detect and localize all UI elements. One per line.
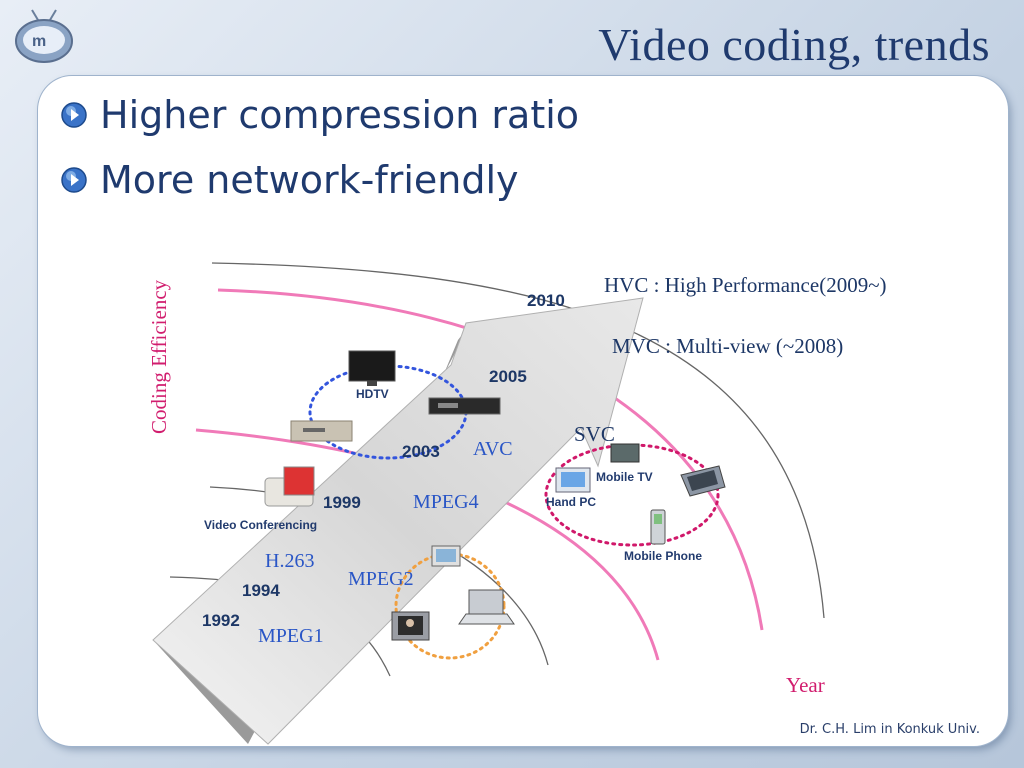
set-top-box-icon (428, 397, 501, 415)
svc-label: SVC (574, 422, 615, 446)
slide-credit: Dr. C.H. Lim in Konkuk Univ. (799, 722, 980, 737)
slide-title: Video coding, trends (598, 19, 990, 70)
video-conferencing-label: Video Conferencing (204, 518, 317, 532)
hand-pc-label: Hand PC (546, 495, 596, 509)
svg-text:m: m (32, 33, 46, 50)
video-recorder-icon (290, 420, 353, 442)
mobile-tv-icon (610, 443, 640, 463)
h263-label: H.263 (265, 550, 314, 572)
y-axis-label: Coding Efficiency (147, 279, 171, 434)
tv-logo-icon: m (15, 9, 73, 63)
mpeg2-label: MPEG2 (348, 568, 414, 590)
year-2005-label: 2005 (489, 367, 527, 386)
hand-pc-icon (555, 467, 591, 493)
bullet-item-2: More network-friendly (60, 158, 519, 202)
mvc-note: MVC : Multi-view (~2008) (612, 334, 843, 358)
year-1999-label: 1999 (323, 493, 361, 512)
year-2003-label: 2003 (402, 442, 440, 461)
bullet-text: More network-friendly (100, 158, 519, 202)
hdtv-label: HDTV (356, 387, 389, 401)
trend-arrow (152, 297, 644, 745)
gray-curve-3 (211, 262, 825, 619)
hdtv-icon (348, 350, 396, 386)
year-2010-label: 2010 (527, 291, 565, 310)
video-monitor-icon (391, 611, 430, 641)
tablet-device-icon (680, 465, 726, 497)
bullet-item-1: Higher compression ratio (60, 93, 580, 137)
laptop-icon (458, 589, 515, 625)
mobile-device-group (544, 443, 720, 547)
bullet-text: Higher compression ratio (100, 93, 580, 137)
mobile-phone-label: Mobile Phone (624, 549, 702, 563)
bullet-arrow-icon (61, 167, 87, 193)
bullet-arrow-icon (61, 102, 87, 128)
pda-device-icon (431, 545, 461, 567)
x-axis-label: Year (786, 673, 825, 697)
avc-label: AVC (473, 438, 513, 460)
mobile-tv-label: Mobile TV (596, 470, 653, 484)
mobile-phone-icon (650, 509, 666, 545)
hvc-note: HVC : High Performance(2009~) (604, 273, 887, 297)
mpeg4-label: MPEG4 (413, 491, 479, 513)
video-phone-icon (264, 466, 315, 507)
mpeg1-label: MPEG1 (258, 625, 324, 647)
mpeg2-device-group (394, 552, 506, 660)
year-1994-label: 1994 (242, 581, 280, 600)
year-1992-label: 1992 (202, 611, 240, 630)
